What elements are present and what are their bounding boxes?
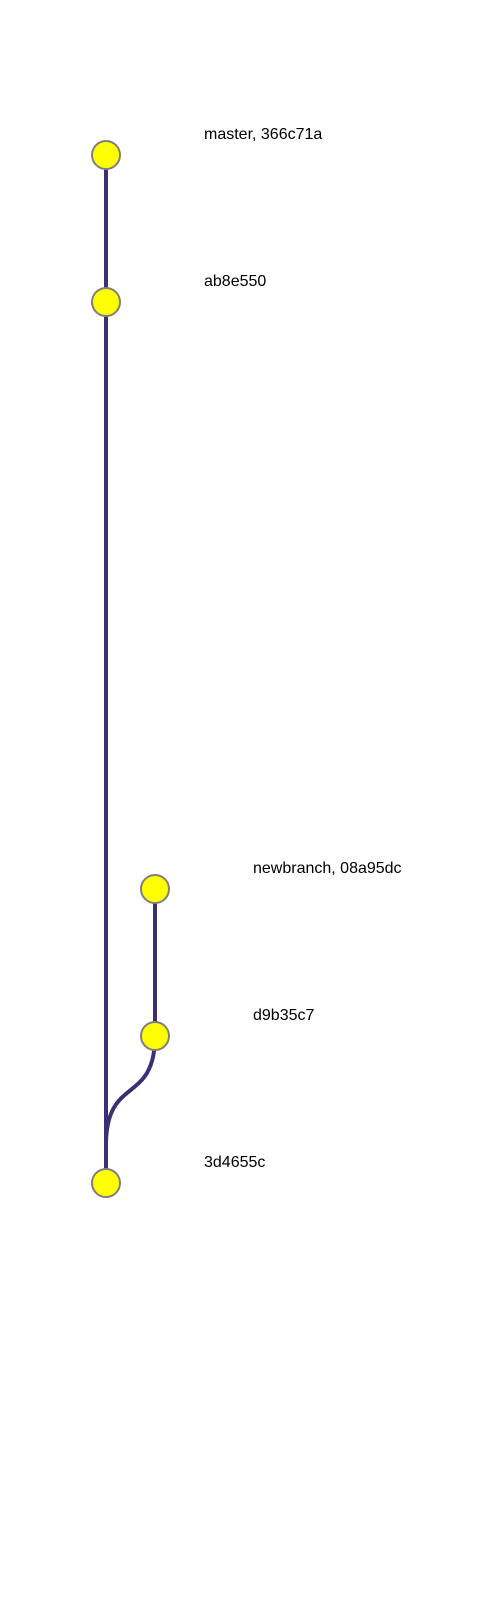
commit-label-366c71a: master, 366c71a [204, 126, 322, 143]
commit-node-d9b35c7[interactable] [140, 1021, 170, 1051]
commit-label-d9b35c7: d9b35c7 [253, 1007, 314, 1024]
commit-label-08a95dc: newbranch, 08a95dc [253, 860, 402, 877]
commit-node-366c71a[interactable] [91, 140, 121, 170]
commit-node-08a95dc[interactable] [140, 874, 170, 904]
commit-node-ab8e550[interactable] [91, 287, 121, 317]
nodes [91, 140, 170, 1198]
labels: master, 366c71a ab8e550 newbranch, 08a95… [204, 126, 402, 1171]
edges [104, 153, 157, 1185]
commit-label-3d4655c: 3d4655c [204, 1154, 265, 1171]
commit-node-3d4655c[interactable] [91, 1168, 121, 1198]
commit-label-ab8e550: ab8e550 [204, 273, 266, 290]
edge-d9b35c7-to-3d4655c [104, 1034, 157, 1185]
